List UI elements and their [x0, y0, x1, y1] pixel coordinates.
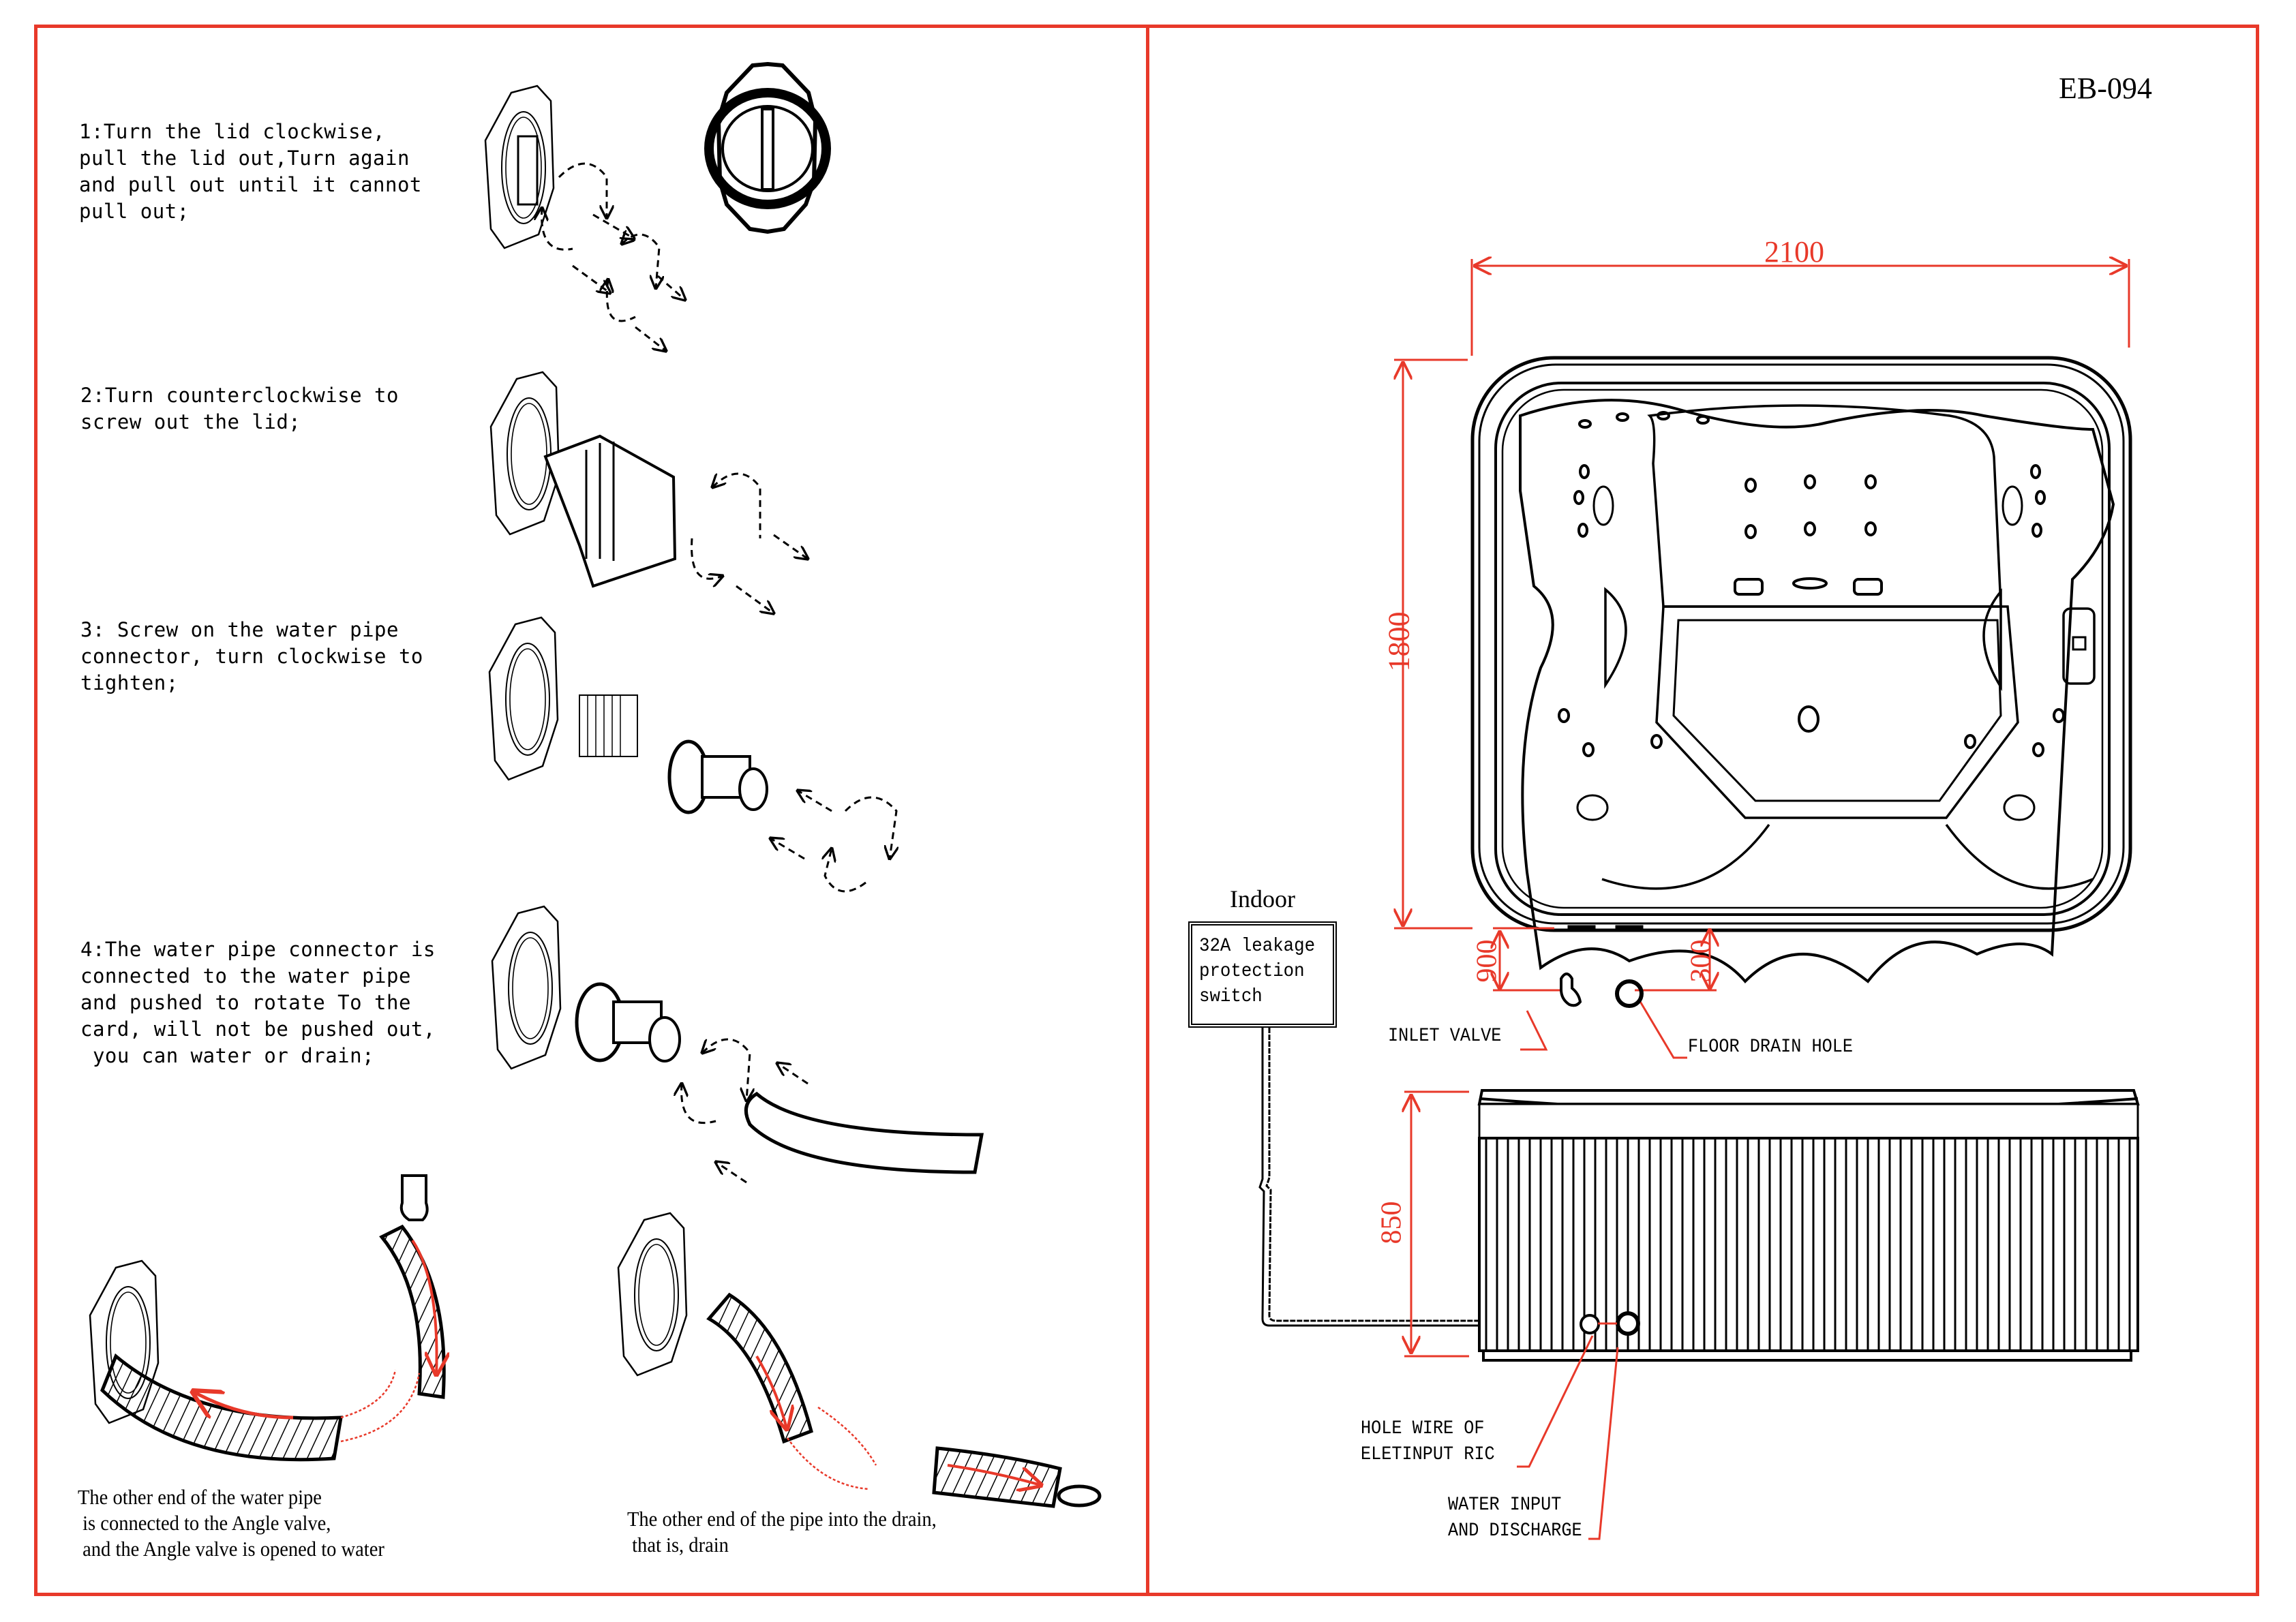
- caption-angle-valve: The other end of the water pipe is conne…: [78, 1485, 384, 1561]
- tub-control-panel-icon: [2062, 607, 2096, 685]
- indoor-label: Indoor: [1230, 885, 1295, 913]
- tub-footwell: [1655, 605, 2019, 819]
- dimension-length: [1470, 259, 2130, 356]
- water-port-icon: [1616, 1311, 1640, 1336]
- tub-pump-fitting-left: [1734, 578, 1764, 596]
- water-hose-icon: [744, 1091, 984, 1174]
- dimension-drain-offset-label: 300: [1685, 939, 1717, 983]
- threaded-pipe-icon: [579, 694, 638, 757]
- page-divider: [1146, 25, 1149, 1596]
- step-2-text: 2:Turn counterclockwise to screw out the…: [80, 384, 399, 433]
- dimension-offsets: [1493, 927, 1717, 1059]
- step-3-text: 3: Screw on the water pipe connector, tu…: [80, 618, 423, 694]
- wire-hole-callout: HOLE WIRE OF ELETINPUT RIC: [1361, 1418, 1495, 1465]
- tub-backrest-seat: [1647, 404, 2002, 608]
- leakage-switch-box: 32A leakage protection switch: [1188, 921, 1337, 1028]
- step-1-text: 1:Turn the lid clockwise, pull the lid o…: [79, 120, 422, 223]
- tub-jets: [1558, 411, 2065, 821]
- floor-drain-callout: FLOOR DRAIN HOLE: [1688, 1037, 1853, 1058]
- step-3-illustration: [488, 616, 896, 893]
- wire-hole-icon: [1580, 1314, 1600, 1334]
- caption-drain: The other end of the pipe into the drain…: [627, 1507, 937, 1557]
- dimension-width: [1394, 358, 1472, 930]
- dimension-height-label: 850: [1376, 1201, 1408, 1244]
- dimension-width-label: 1800: [1382, 611, 1416, 672]
- dimension-inlet-offset-label: 900: [1471, 939, 1503, 983]
- floor-drain-hole-icon: [1615, 979, 1644, 1008]
- hot-tub-side-view: [1477, 1089, 2140, 1362]
- angle-valve-illustration: [89, 1174, 444, 1462]
- water-io-callout: WATER INPUT AND DISCHARGE: [1448, 1495, 1582, 1542]
- pull-arrow-icon: [592, 213, 634, 239]
- angle-valve-icon: [399, 1174, 429, 1221]
- tub-pump-fitting-right: [1853, 578, 1883, 596]
- drain-hole-icon: [1057, 1484, 1102, 1508]
- lid-cap-icon: [543, 434, 677, 588]
- drain-illustration: [617, 1212, 1102, 1508]
- inlet-valve-icon: [1560, 973, 1582, 1007]
- dimension-height: [1404, 1090, 1619, 1540]
- dimension-length-label: 2100: [1764, 235, 1824, 269]
- hatched-hose-icon: [100, 1353, 343, 1462]
- hot-tub-top-view: [1470, 356, 2132, 983]
- inlet-valve-callout: INLET VALVE: [1388, 1026, 1502, 1047]
- model-number: EB-094: [2059, 72, 2152, 105]
- step-4-illustration: [491, 905, 984, 1184]
- power-cable: [1258, 1028, 1588, 1327]
- step-4-text: 4:The water pipe connector is connected …: [80, 938, 436, 1067]
- step-1-illustration: [484, 61, 831, 351]
- step-2-illustration: [489, 371, 808, 613]
- leakage-switch-label: 32A leakage protection switch: [1199, 936, 1316, 1007]
- cap-front-view: [704, 61, 831, 234]
- rotate-arrow-icon: [558, 162, 607, 218]
- lid-slot-icon: [517, 135, 539, 206]
